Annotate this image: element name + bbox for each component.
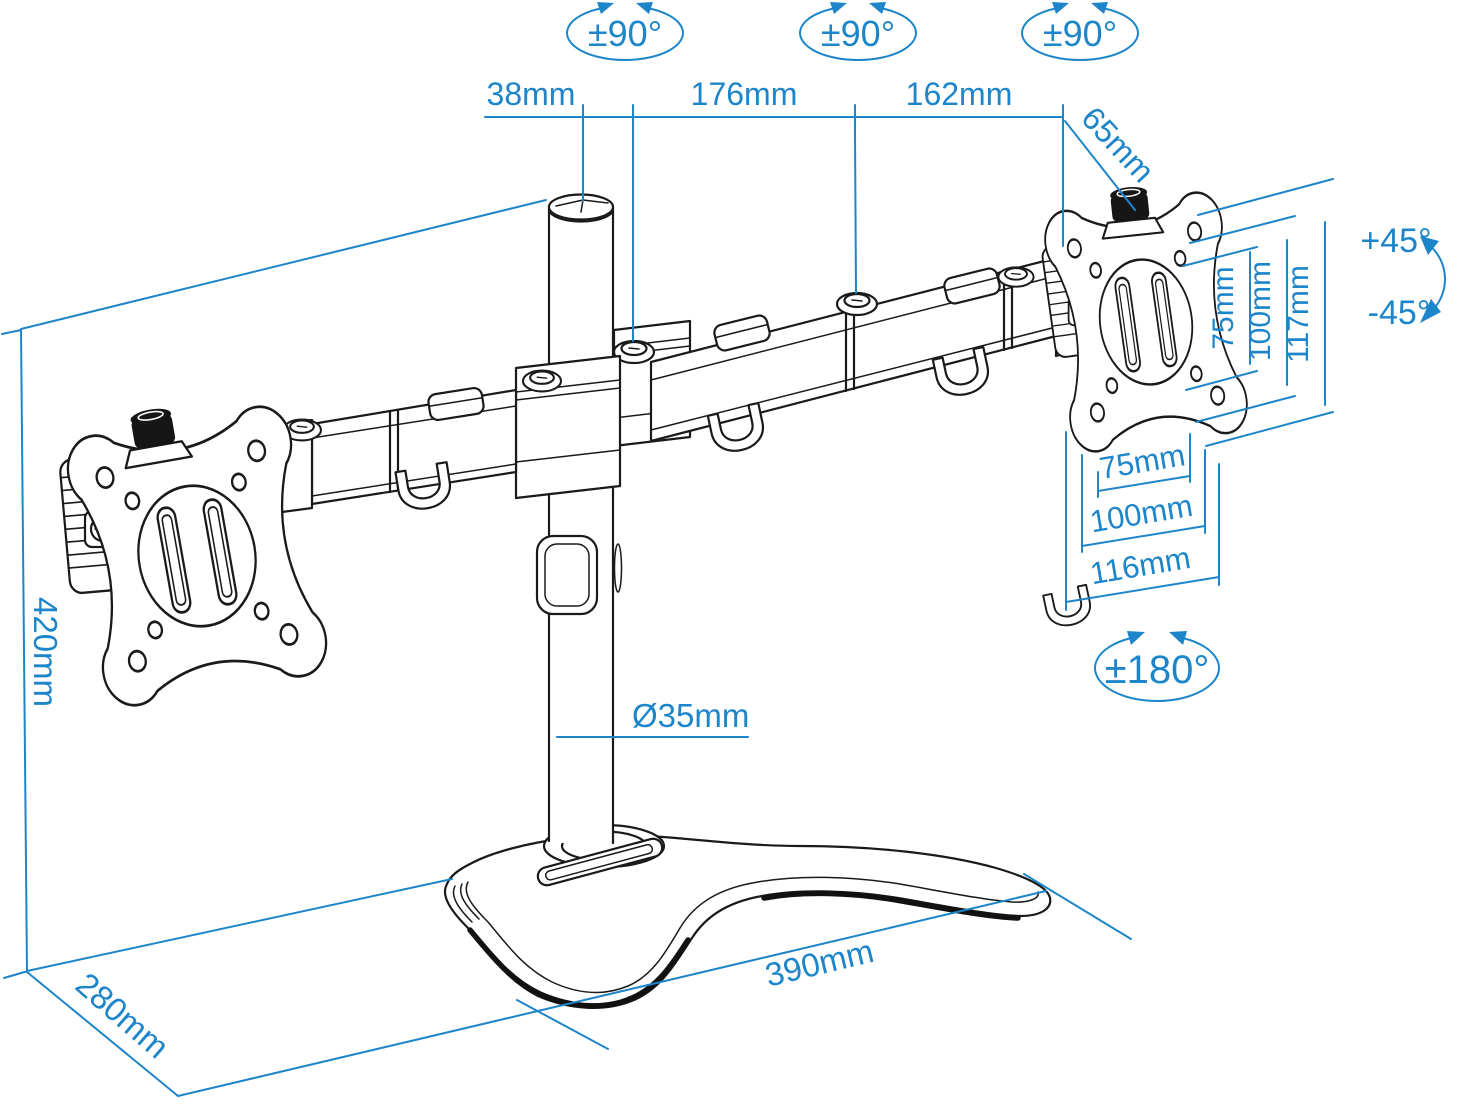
dimension-vesa-vertical: 75mm 100mm 117mm <box>1182 178 1334 447</box>
arm-screw <box>835 291 879 317</box>
cable-clip <box>1041 583 1095 631</box>
swivel-rotation-right: ±90° <box>1021 2 1139 61</box>
arm-span-inner-label: 176mm <box>691 76 798 112</box>
pole-diameter-label: Ø35mm <box>632 697 749 734</box>
vesa-horizontal-100-label: 100mm <box>1087 488 1195 540</box>
base-handle-slot <box>536 837 664 887</box>
swivel-left-label: ±90° <box>588 13 662 54</box>
swivel-rotation-mid: ±90° <box>799 2 917 61</box>
plate-height-label: 117mm <box>1282 265 1315 363</box>
base <box>443 823 1052 1009</box>
tilt-down-label: -45° <box>1368 294 1431 332</box>
tilt-rotation: +45° -45° <box>1360 222 1446 332</box>
swivel-rotation-left: ±90° <box>566 2 684 61</box>
front-arm <box>250 354 622 518</box>
vesa-offset-label: 65mm <box>1075 100 1162 190</box>
swivel-mid-label: ±90° <box>821 13 895 54</box>
pole-offset-label: 38mm <box>487 76 576 112</box>
stand-height-label: 420mm <box>27 597 64 707</box>
arm-screw <box>521 369 563 393</box>
arm-span-outer-label: 162mm <box>906 76 1013 112</box>
pan-label: ±180° <box>1105 648 1210 692</box>
dimension-vesa-horizontal: 75mm 100mm 116mm <box>1065 431 1220 611</box>
left-vesa-assembly <box>58 400 333 712</box>
dimension-pole-diameter: Ø35mm <box>556 697 749 738</box>
arm-screw <box>997 266 1035 288</box>
dimension-stand-height: 420mm <box>1 199 547 979</box>
vesa-vertical-75-label: 75mm <box>1207 266 1240 349</box>
vesa-vertical-100-label: 100mm <box>1244 261 1277 361</box>
left-knob <box>115 403 194 470</box>
base-width-label: 390mm <box>761 932 877 994</box>
pole-clip <box>535 534 599 616</box>
pole <box>535 193 623 845</box>
pan-rotation: ±180° <box>1094 631 1220 703</box>
right-knob <box>1096 183 1165 240</box>
swivel-right-label: ±90° <box>1043 13 1117 54</box>
tilt-up-label: +45° <box>1360 222 1431 260</box>
rear-arm <box>612 247 1095 631</box>
